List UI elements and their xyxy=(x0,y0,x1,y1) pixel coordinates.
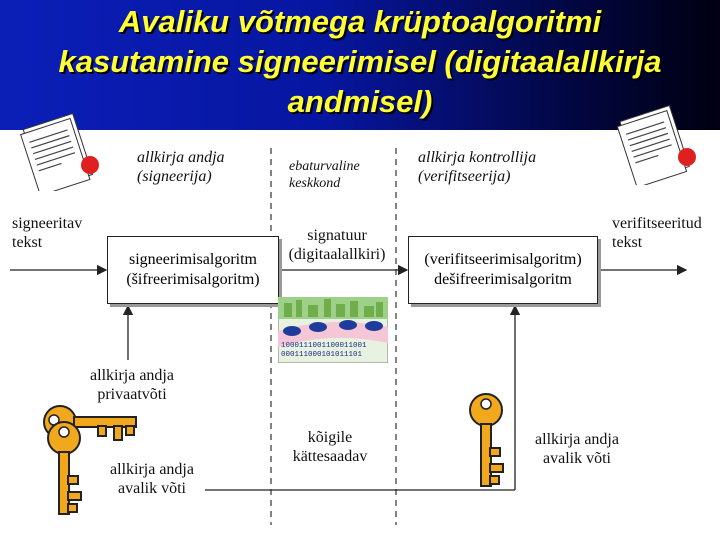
role-medium: ebaturvaline keskkond xyxy=(289,159,360,191)
label-signed-text: signeeritav tekst xyxy=(12,215,83,251)
document-icon-right xyxy=(616,105,696,185)
role-verifier: allkirja kontrollija (verifitseerija) xyxy=(418,149,537,185)
label-available-to-all: kõigile kättesaadav xyxy=(292,429,368,465)
box-verification-algorithm: (verifitseerimisalgoritm) dešifreerimisa… xyxy=(408,236,598,304)
title-line-3: andmisel) xyxy=(287,84,433,119)
seal-icon xyxy=(81,156,99,174)
network-clipart: 1000111001100011001 000111000101011101 xyxy=(278,297,388,363)
title-line-2: kasutamine signeerimisel (digitaalallkir… xyxy=(58,44,662,79)
binary-row-2: 000111000101011101 xyxy=(281,351,363,359)
public-key-icon-right xyxy=(469,393,504,487)
binary-row-1: 1000111001100011001 xyxy=(281,342,367,350)
seal-icon xyxy=(678,148,696,166)
title-line-1: Avaliku võtmega krüptoalgoritmi xyxy=(118,4,602,39)
label-verified-text: verifitseeritud tekst xyxy=(612,215,702,251)
box-signing-algorithm: signeerimisalgoritm (šifreerimisalgoritm… xyxy=(107,236,279,304)
role-signer: allkirja andja (signeerija) xyxy=(137,149,225,185)
label-private-key: allkirja andja privaatvõti xyxy=(90,367,174,403)
label-signature: signatuur (digitaalallkiri) xyxy=(288,227,386,263)
title-banner xyxy=(0,0,720,130)
slide-title: Avaliku võtmega krüptoalgoritmi kasutami… xyxy=(0,2,720,122)
document-icon-left xyxy=(20,113,99,191)
public-key-icon-left xyxy=(47,421,82,515)
label-public-key-right: allkirja andja avalik võti xyxy=(535,431,619,467)
label-public-key-left: allkirja andja avalik võti xyxy=(110,461,194,497)
